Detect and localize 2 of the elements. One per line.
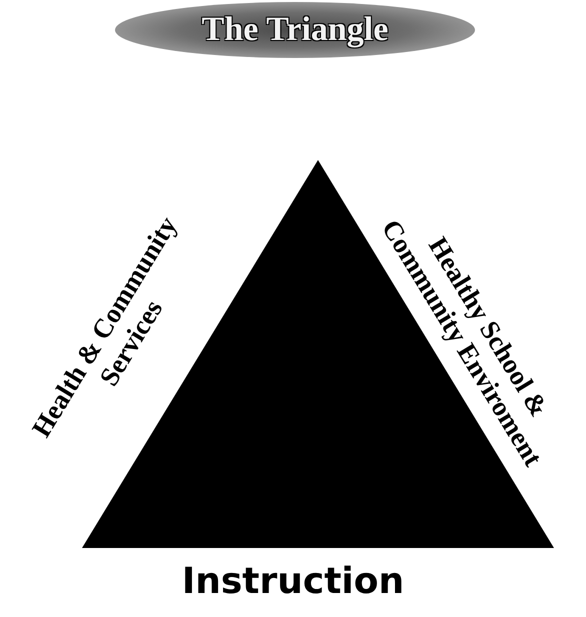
base-label: Instruction <box>180 560 406 604</box>
title-banner: The Triangle <box>115 2 475 58</box>
